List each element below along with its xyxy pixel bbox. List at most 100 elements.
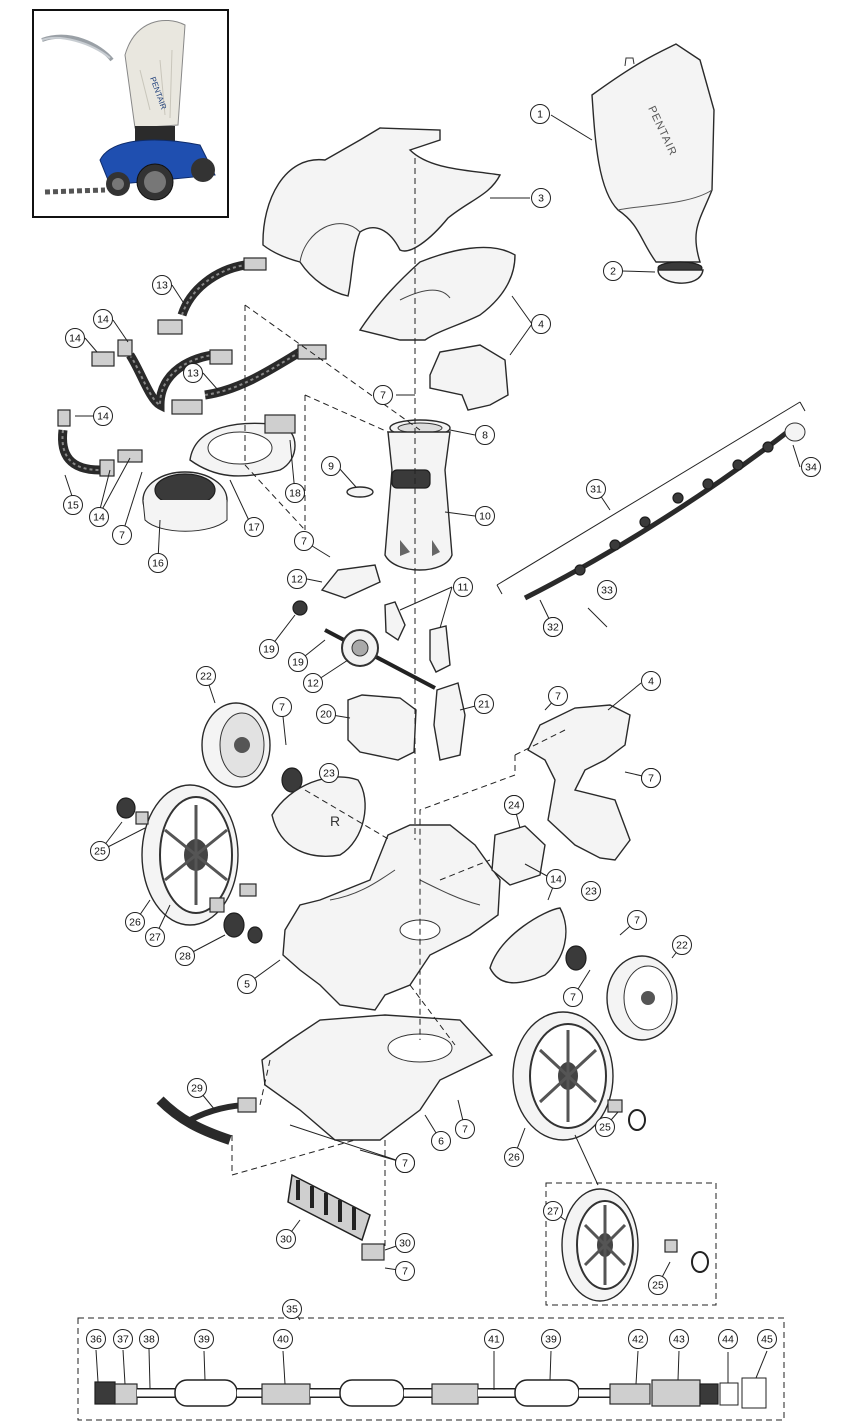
callout-39: 39 [541,1329,561,1349]
wheel-guard-23-right [489,907,587,984]
callout-circle [65,328,85,348]
callout-circle [273,1329,293,1349]
callout-circle [112,525,132,545]
callout-circle [321,456,341,476]
top-plate-ring [189,414,296,477]
callout-number: 7 [634,915,640,927]
callout-circle [641,768,661,788]
callout-7: 7 [395,1261,415,1281]
callout-circle [531,314,551,334]
callout-number: 13 [187,368,199,380]
callout-number: 7 [301,536,307,548]
callout-number: 27 [149,932,161,944]
callout-4: 4 [531,314,551,334]
callout-number: 5 [244,979,250,991]
callout-8: 8 [475,425,495,445]
callout-number: 14 [69,333,81,345]
callout-circle [194,1329,214,1349]
callout-25: 25 [648,1275,668,1295]
callout-number: 13 [156,280,168,292]
callout-22: 22 [672,935,692,955]
callout-7: 7 [395,1153,415,1173]
callout-33: 33 [597,580,617,600]
callout-number: 25 [94,846,106,858]
callout-number: 26 [129,917,141,929]
callout-number: 11 [458,582,469,594]
callout-circle [90,841,110,861]
wheel-26-right [512,1011,614,1141]
turbine-housing [142,471,228,532]
callout-number: 7 [462,1124,468,1136]
gear-box-20 [347,694,417,761]
inset-photo: PENTAIR [32,9,229,218]
callout-number: 7 [119,530,125,542]
callout-number: 19 [292,657,304,669]
callout-number: 3 [538,193,544,205]
callout-circle [718,1329,738,1349]
callout-number: 25 [599,1122,611,1134]
callout-36: 36 [86,1329,106,1349]
callout-number: 26 [508,1152,520,1164]
callout-number: 15 [67,500,79,512]
callout-circle [603,261,623,281]
callout-circle [89,507,109,527]
callout-circle [93,309,113,329]
callout-circle [303,673,323,693]
callout-35: 35 [282,1299,302,1319]
swivel-ring-and-throat [384,419,453,571]
callout-37: 37 [113,1329,133,1349]
callout-circle [474,694,494,714]
callout-circle [125,912,145,932]
callout-number: 6 [438,1136,444,1148]
callout-number: 30 [280,1234,292,1246]
callout-circle [543,1201,563,1221]
callout-number: 45 [761,1334,773,1346]
callout-1: 1 [530,104,550,124]
callout-number: 7 [555,691,561,703]
callout-circle [395,1153,415,1173]
callout-number: 7 [402,1266,408,1278]
callout-number: 9 [328,461,334,473]
callout-number: 23 [323,768,335,780]
brush-30 [287,1173,385,1261]
callout-30: 30 [395,1233,415,1253]
callout-number: 7 [648,773,654,785]
callout-21: 21 [474,694,494,714]
callout-number: 7 [380,390,386,402]
callout-circle [285,483,305,503]
callout-42: 42 [628,1329,648,1349]
callout-number: 14 [97,314,109,326]
callout-circle [148,553,168,573]
callout-circle [373,385,393,405]
swivel-bracket-24 [491,825,546,886]
callout-28: 28 [175,946,195,966]
callout-circle [801,457,821,477]
callout-circle [581,881,601,901]
callout-number: 33 [601,585,613,597]
wheel-26-left [141,784,239,926]
callout-circle [237,974,257,994]
callout-45: 45 [757,1329,777,1349]
wheel-22-right [606,955,678,1041]
callout-circle [669,1329,689,1349]
callout-number: 4 [538,319,544,331]
callout-labels: 1234445677777777777789101112121313141414… [63,104,821,1349]
callout-circle [586,479,606,499]
callout-circle [259,639,279,659]
callout-number: 1 [537,109,543,121]
callout-circle [543,617,563,637]
hub-cap-25-right [607,1099,646,1131]
callout-number: 7 [402,1158,408,1170]
callout-number: 18 [289,488,301,500]
callout-circle [431,1131,451,1151]
hose-kit-box [77,1317,785,1421]
callout-26: 26 [504,1147,524,1167]
callout-9: 9 [321,456,341,476]
callout-circle [484,1329,504,1349]
callout-23: 23 [581,881,601,901]
callout-circle [531,188,551,208]
callout-number: 28 [179,951,191,963]
callout-number: 23 [585,886,597,898]
drive-gear-train [292,564,466,761]
